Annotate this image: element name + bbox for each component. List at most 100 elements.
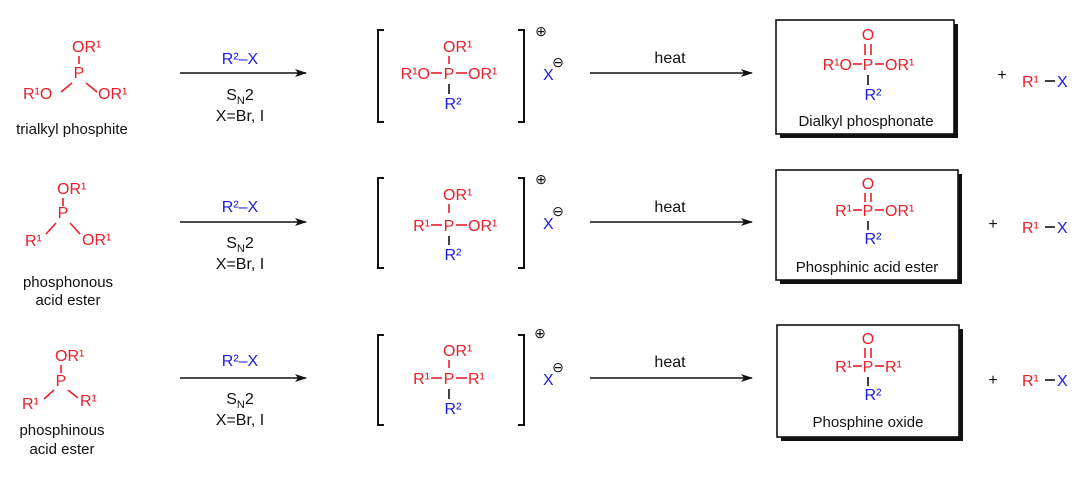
positive-charge-icon: ⊕	[535, 171, 547, 187]
phosphonium-intermediate: OR¹ R¹ P R¹ R² ⊕ X ⊖	[377, 325, 564, 426]
byproduct-x: X	[1057, 373, 1068, 390]
atom-o: O	[862, 176, 874, 193]
bond	[60, 82, 73, 93]
negative-charge-icon: ⊖	[552, 203, 564, 219]
atom-p: P	[74, 65, 85, 82]
atom-r2: R²	[865, 231, 883, 248]
reagent-r2x: R²–X	[222, 353, 259, 370]
reagent-r2x: R²–X	[222, 199, 259, 216]
phosphonium-intermediate: OR¹ R¹ P OR¹ R² ⊕ X ⊖	[377, 171, 564, 269]
atom-r1: R¹	[413, 218, 430, 235]
reagent-r2x: R²–X	[222, 51, 259, 68]
bracket-right	[518, 334, 525, 426]
byproduct-x: X	[1057, 74, 1068, 91]
atom-p: P	[444, 66, 455, 83]
leaving-group-definition: X=Br, I	[216, 108, 264, 125]
atom-r2: R²	[445, 96, 463, 113]
atom-r1: R¹	[413, 371, 430, 388]
atom-r2: R²	[865, 87, 883, 104]
leaving-group-definition: X=Br, I	[216, 256, 264, 273]
atom-r1: R¹	[835, 203, 852, 220]
reactant-label: trialkyl phosphite	[16, 121, 128, 138]
bond	[43, 389, 55, 400]
reagent-conditions: R²–X SN2 X=Br, I	[180, 353, 307, 429]
bond	[85, 82, 98, 93]
reactant-label: phosphinous	[19, 422, 104, 439]
bond	[45, 222, 57, 235]
atom-or1: OR¹	[885, 203, 914, 220]
atom-r1o: R¹O	[23, 86, 52, 103]
atom-or1: OR¹	[98, 86, 127, 103]
atom-p: P	[863, 203, 874, 220]
reagent-conditions: R²–X SN2 X=Br, I	[180, 199, 307, 273]
atom-r1: R¹	[835, 359, 852, 376]
counter-ion: X	[543, 216, 554, 233]
reactant-phosphinous-acid-ester: OR¹ P R¹ R¹ phosphinous acid ester	[19, 348, 104, 458]
atom-r1: R¹	[468, 371, 485, 388]
bracket-left	[377, 177, 384, 269]
atom-r2: R²	[445, 401, 463, 418]
atom-r2: R²	[445, 247, 463, 264]
atom-o: O	[862, 27, 874, 44]
mechanism-sn2: SN2	[226, 87, 254, 107]
product-box: O R¹O P OR¹ R² Dialkyl phosphonate	[775, 19, 958, 138]
condition-heat: heat	[654, 199, 686, 216]
atom-or1-top: OR¹	[57, 181, 86, 198]
byproduct-r1: R¹	[1022, 220, 1039, 237]
plus-sign: +	[988, 216, 997, 233]
atom-or1-top: OR¹	[443, 39, 472, 56]
condition-heat: heat	[654, 354, 686, 371]
reactant-phosphonous-acid-ester: OR¹ P R¹ OR¹ phosphonous acid ester	[23, 181, 113, 309]
condition-heat: heat	[654, 50, 686, 67]
atom-or1: OR¹	[885, 57, 914, 74]
byproduct-x: X	[1057, 220, 1068, 237]
atom-r1: R¹	[25, 233, 42, 250]
atom-r1: R¹	[885, 359, 902, 376]
counter-ion: X	[543, 67, 554, 84]
product-box: O R¹ P R¹ R² Phosphine oxide	[776, 324, 963, 441]
product-label: Phosphinic acid ester	[796, 259, 939, 276]
atom-or1: OR¹	[468, 66, 497, 83]
bracket-left	[377, 334, 384, 426]
atom-or1: OR¹	[468, 218, 497, 235]
bracket-right	[518, 177, 525, 269]
atom-or1-top: OR¹	[72, 39, 101, 56]
atom-r1o: R¹O	[823, 57, 852, 74]
mechanism-sn2: SN2	[226, 391, 254, 411]
atom-p: P	[444, 371, 455, 388]
atom-p: P	[56, 373, 67, 390]
atom-r1: R¹	[22, 396, 39, 413]
reactant-trialkyl-phosphite: OR¹ P R¹O OR¹ trialkyl phosphite	[16, 39, 128, 138]
bracket-left	[377, 29, 384, 123]
negative-charge-icon: ⊖	[552, 359, 564, 375]
reactant-label: phosphonous	[23, 274, 113, 291]
atom-p: P	[444, 218, 455, 235]
byproduct-r1: R¹	[1022, 373, 1039, 390]
atom-p: P	[863, 57, 874, 74]
atom-or1: OR¹	[82, 232, 111, 249]
product-label: Phosphine oxide	[813, 414, 924, 431]
row-trialkyl-phosphite: OR¹ P R¹O OR¹ trialkyl phosphite R²–X SN…	[16, 19, 1068, 138]
atom-or1-top: OR¹	[55, 348, 84, 365]
byproduct-r1: R¹	[1022, 74, 1039, 91]
bracket-right	[518, 29, 525, 123]
atom-o: O	[862, 331, 874, 348]
bond	[67, 389, 79, 399]
atom-p: P	[58, 205, 69, 222]
plus-sign: +	[988, 372, 997, 389]
atom-r2: R²	[865, 387, 883, 404]
plus-sign: +	[997, 67, 1006, 84]
product-label: Dialkyl phosphonate	[798, 113, 933, 130]
reactant-label: acid ester	[35, 292, 100, 309]
atom-r1o: R¹O	[401, 66, 430, 83]
reagent-conditions: R²–X SN2 X=Br, I	[180, 51, 307, 125]
row-phosphinous-acid-ester: OR¹ P R¹ R¹ phosphinous acid ester R²–X …	[19, 324, 1068, 458]
atom-or1-top: OR¹	[443, 343, 472, 360]
reactant-label: acid ester	[29, 441, 94, 458]
leaving-group-definition: X=Br, I	[216, 412, 264, 429]
phosphonium-intermediate: OR¹ R¹O P OR¹ R² ⊕ X ⊖	[377, 23, 564, 123]
negative-charge-icon: ⊖	[552, 54, 564, 70]
product-box: O R¹ P OR¹ R² Phosphinic acid ester	[775, 169, 962, 284]
positive-charge-icon: ⊕	[534, 325, 546, 341]
